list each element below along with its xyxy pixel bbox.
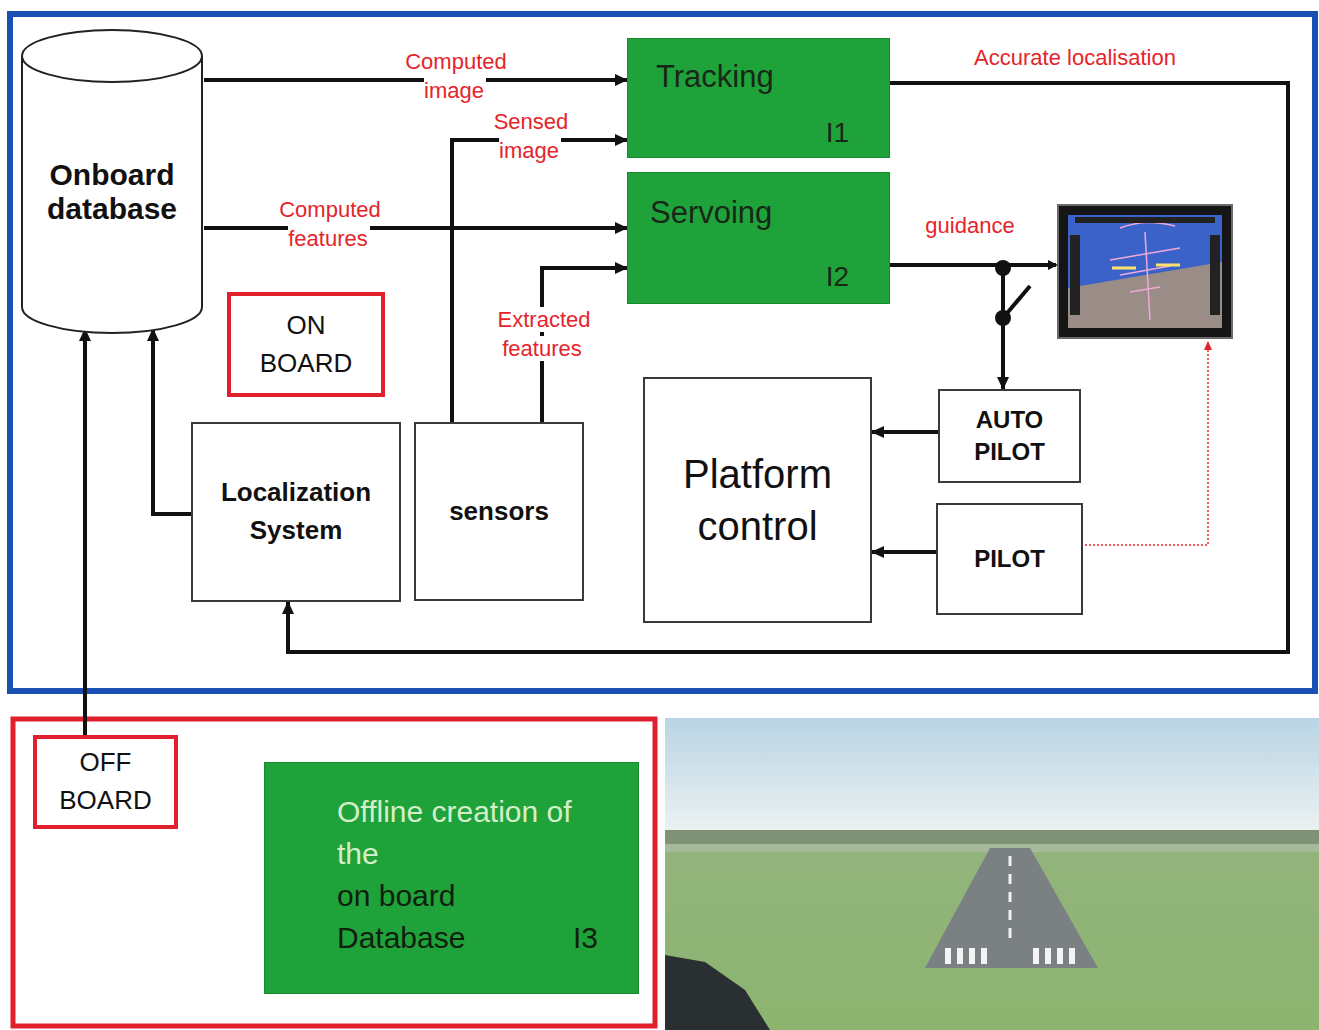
edge-label-box: Extracted features [476,306,610,363]
node-text: OFF BOARD [47,744,164,819]
runway-photo [665,718,1319,1030]
control-box: Platform control [643,377,872,623]
node-text: Onboard database [28,158,196,226]
autopilot-box: AUTO PILOT [938,389,1081,483]
connector [83,329,87,735]
offboard-region [13,719,655,1026]
process-box: TrackingI1 [627,38,890,158]
node-text: Localization System [205,474,387,549]
node-text: Servoing [650,195,849,231]
connector [872,550,936,554]
node-text: Tracking [656,59,849,95]
process-box: ServoingI2 [627,172,890,304]
connector [288,83,1288,652]
edge-label: guidance [923,213,1016,238]
region-tag: ON BOARD [227,292,385,397]
system-box: Localization System [191,422,401,602]
node-text: PILOT [974,545,1045,573]
edge-label-box: guidance [900,212,1040,241]
edge-label: Extracted features [496,307,591,361]
region-tag: OFF BOARD [33,735,178,829]
node-text: I2 [650,261,849,293]
edge-label-box: Sensed image [468,108,592,165]
node-text: I3 [573,917,598,959]
node-text: on board Database [337,875,547,959]
attitude-display [1058,205,1232,338]
node-text: AUTO PILOT [948,404,1071,469]
edge-label-box: Computed image [385,48,525,105]
edge-label: Sensed image [492,109,569,163]
connector [452,140,627,422]
edge-label: Computed features [277,197,381,251]
node-text: Offline creation of the [337,791,598,875]
connector [153,329,191,514]
database-cylinder: Onboard database [20,28,204,335]
connector [204,226,627,230]
edge-label: Computed image [403,49,507,103]
pilot-display-link [1085,342,1208,545]
onboard-region [10,14,1315,691]
connector [204,78,627,82]
node-text: ON BOARD [243,307,369,382]
node-text: Platform control [659,448,856,552]
pilot-box: PILOT [936,503,1083,615]
edge-label-box: Computed features [258,196,400,253]
edge-label-box: Accurate localisation [920,44,1230,73]
connector [890,265,1003,389]
process-box: Offline creation of theon board Database… [264,762,639,994]
node-text: I1 [656,117,849,149]
node-text: sensors [449,496,549,527]
sensor-box: sensors [414,422,584,601]
edge-label: Accurate localisation [972,45,1178,70]
connector [872,430,938,434]
